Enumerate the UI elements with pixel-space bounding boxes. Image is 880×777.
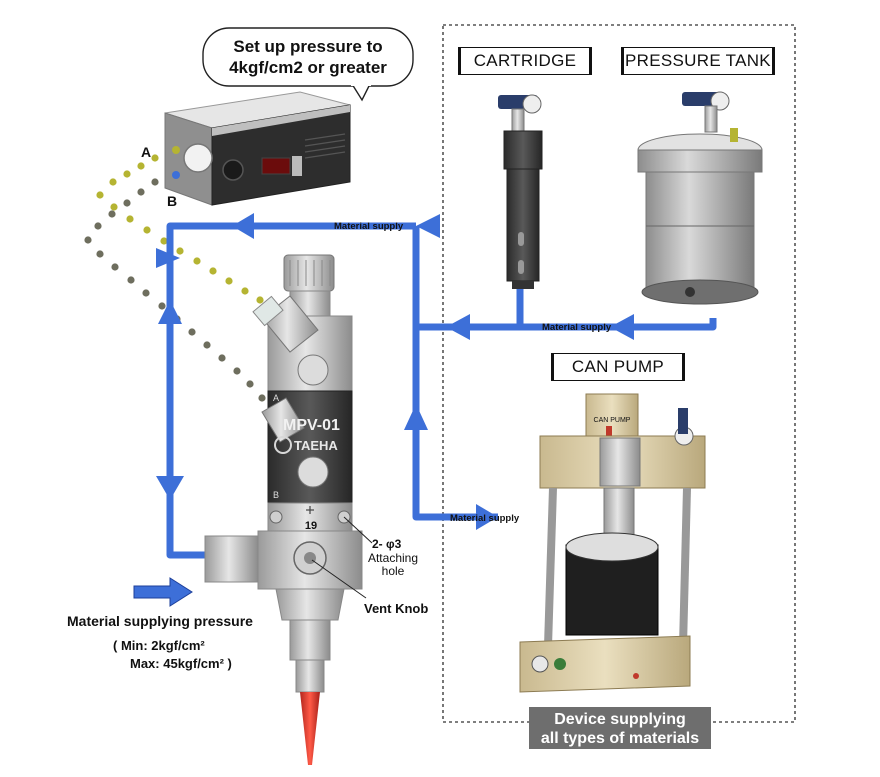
dispense-valve: [204, 254, 363, 765]
valve-port-b-label: B: [273, 490, 279, 500]
vent-knob-label: Vent Knob: [364, 601, 429, 616]
pressure-tank-title: PRESSURE TANK: [621, 47, 775, 75]
can-pump-title: CAN PUMP: [551, 353, 685, 381]
material-supply-flow: [166, 222, 717, 559]
air-fitting-a: [252, 295, 329, 386]
pressure-min: ( Min: 2kgf/cm²: [113, 638, 205, 653]
pressure-controller: [164, 91, 351, 206]
attaching-hole-left: [269, 510, 283, 524]
flow-arrowheads: [156, 213, 634, 530]
callout-line-1: Set up pressure to: [233, 37, 383, 56]
digital-display: [261, 157, 291, 175]
nozzle-tip: [300, 692, 320, 765]
pressure-title: Material supplying pressure: [67, 613, 253, 629]
footer-caption: Device supplying all types of materials: [529, 707, 711, 749]
attaching-size-label: 2- φ3: [372, 537, 402, 551]
pressure-tank-device: [637, 91, 763, 305]
pressure-callout-bubble: [202, 27, 414, 102]
callout-line-2: 4kgf/cm2 or greater: [229, 58, 387, 77]
can-pump-plate-label: CAN PUMP: [594, 417, 631, 424]
annotation-leaders: [311, 516, 373, 599]
air-fitting-b: [261, 397, 329, 488]
valve-dimension-label: 19: [305, 520, 317, 532]
cartridge-device: [498, 94, 543, 289]
supply-pressure-arrow: [133, 577, 193, 607]
valve-model-label: MPV-01: [283, 417, 340, 434]
valve-port-a-label: A: [273, 393, 279, 403]
flow-label-middle: Material supply: [542, 322, 612, 333]
attaching-line-2: hole: [381, 564, 405, 578]
cartridge-title: CARTRIDGE: [458, 47, 592, 75]
footer-line-1: Device supplying: [554, 711, 686, 728]
attaching-hole-label: Attaching hole: [363, 552, 423, 578]
flow-label-top: Material supply: [334, 221, 404, 232]
attaching-line-1: Attaching: [367, 551, 419, 565]
flow-label-bottom: Material supply: [450, 513, 520, 524]
controller-port-b-label: B: [167, 193, 178, 209]
hose-port-a: [96, 154, 264, 304]
valve-brand-label: TAEHA: [294, 438, 338, 453]
controller-port-a-label: A: [141, 144, 152, 160]
hose-port-b: [84, 178, 266, 402]
pressure-max: Max: 45kgf/cm² ): [130, 656, 232, 671]
footer-line-2: all types of materials: [540, 730, 700, 747]
gauge-icon: [183, 143, 213, 173]
callout-text: Set up pressure to 4kgf/cm2 or greater: [214, 36, 402, 78]
can-pump-device: [519, 393, 706, 693]
